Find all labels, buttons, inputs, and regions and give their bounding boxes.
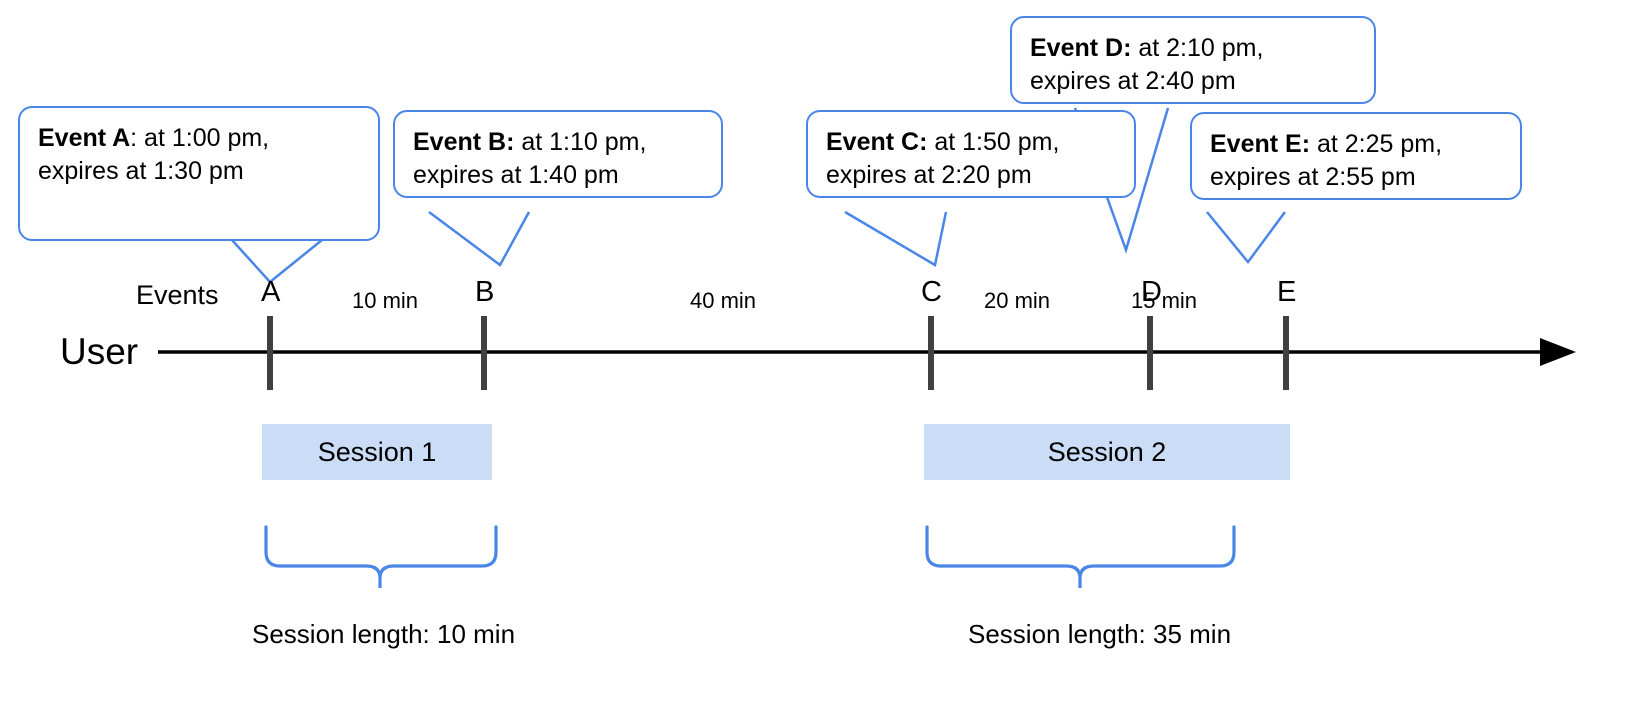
callout-e-rest: at 2:25 pm,: [1310, 130, 1443, 158]
callout-e-line2: expires at 2:55 pm: [1210, 163, 1416, 191]
callout-tail-b: [428, 210, 531, 267]
callout-a-rest: : at 1:00 pm,: [130, 124, 270, 152]
callout-d-rest: at 2:10 pm,: [1131, 34, 1264, 62]
callout-event-a[interactable]: Event A: at 1:00 pm, expires at 1:30 pm: [18, 106, 380, 241]
gap-label-b-c: 40 min: [690, 288, 757, 313]
session-braces: [264, 525, 1236, 588]
callout-event-e[interactable]: Event E: at 2:25 pm, expires at 2:55 pm: [1190, 112, 1522, 200]
session-2-label: Session 2: [1047, 436, 1167, 467]
session-box-1[interactable]: Session 1: [262, 424, 492, 480]
user-lane-label: User: [60, 331, 139, 372]
axis-arrow-icon: [1540, 338, 1576, 366]
events-row-label: Events: [136, 280, 219, 310]
brace-session-2: [925, 525, 1236, 588]
callout-e-bold: Event E:: [1210, 130, 1311, 158]
session-box-2[interactable]: Session 2: [924, 424, 1290, 480]
callout-d-line2: expires at 2:40 pm: [1030, 67, 1236, 95]
tick-label-e: E: [1277, 276, 1297, 308]
callout-b-line2: expires at 1:40 pm: [413, 161, 619, 189]
callout-tail-e: [1206, 211, 1287, 265]
callout-tail-c: [844, 210, 948, 267]
callout-b-bold: Event B:: [413, 128, 515, 156]
callout-c-line2: expires at 2:20 pm: [826, 161, 1032, 189]
callout-event-d[interactable]: Event D: at 2:10 pm, expires at 2:40 pm: [1010, 16, 1376, 104]
callout-d-bold: Event D:: [1030, 34, 1132, 62]
callout-tail-a: [231, 239, 323, 284]
tick-label-c: C: [921, 276, 942, 308]
gap-label-d-e: 15 min: [1131, 288, 1198, 313]
tick-label-d: D: [1141, 276, 1162, 308]
callout-a-bold: Event A: [38, 124, 131, 152]
callout-c-rest: at 1:50 pm,: [927, 128, 1060, 156]
callout-b-rest: at 1:10 pm,: [514, 128, 647, 156]
callout-event-b[interactable]: Event B: at 1:10 pm, expires at 1:40 pm: [393, 110, 723, 198]
session-1-length-label: Session length: 10 min: [252, 619, 516, 649]
brace-session-1: [264, 525, 498, 588]
gap-label-c-d: 20 min: [984, 288, 1051, 313]
callout-event-c[interactable]: Event C: at 1:50 pm, expires at 2:20 pm: [806, 110, 1136, 198]
session-2-length-label: Session length: 35 min: [968, 619, 1232, 649]
tick-label-b: B: [475, 276, 495, 308]
session-1-label: Session 1: [317, 436, 437, 467]
timeline-axis: [158, 338, 1576, 366]
gap-label-a-b: 10 min: [352, 288, 419, 313]
tick-label-a: A: [261, 276, 281, 308]
axis-ticks: [267, 316, 1289, 390]
callout-a-line2: expires at 1:30 pm: [38, 157, 244, 185]
callout-c-bold: Event C:: [826, 128, 928, 156]
